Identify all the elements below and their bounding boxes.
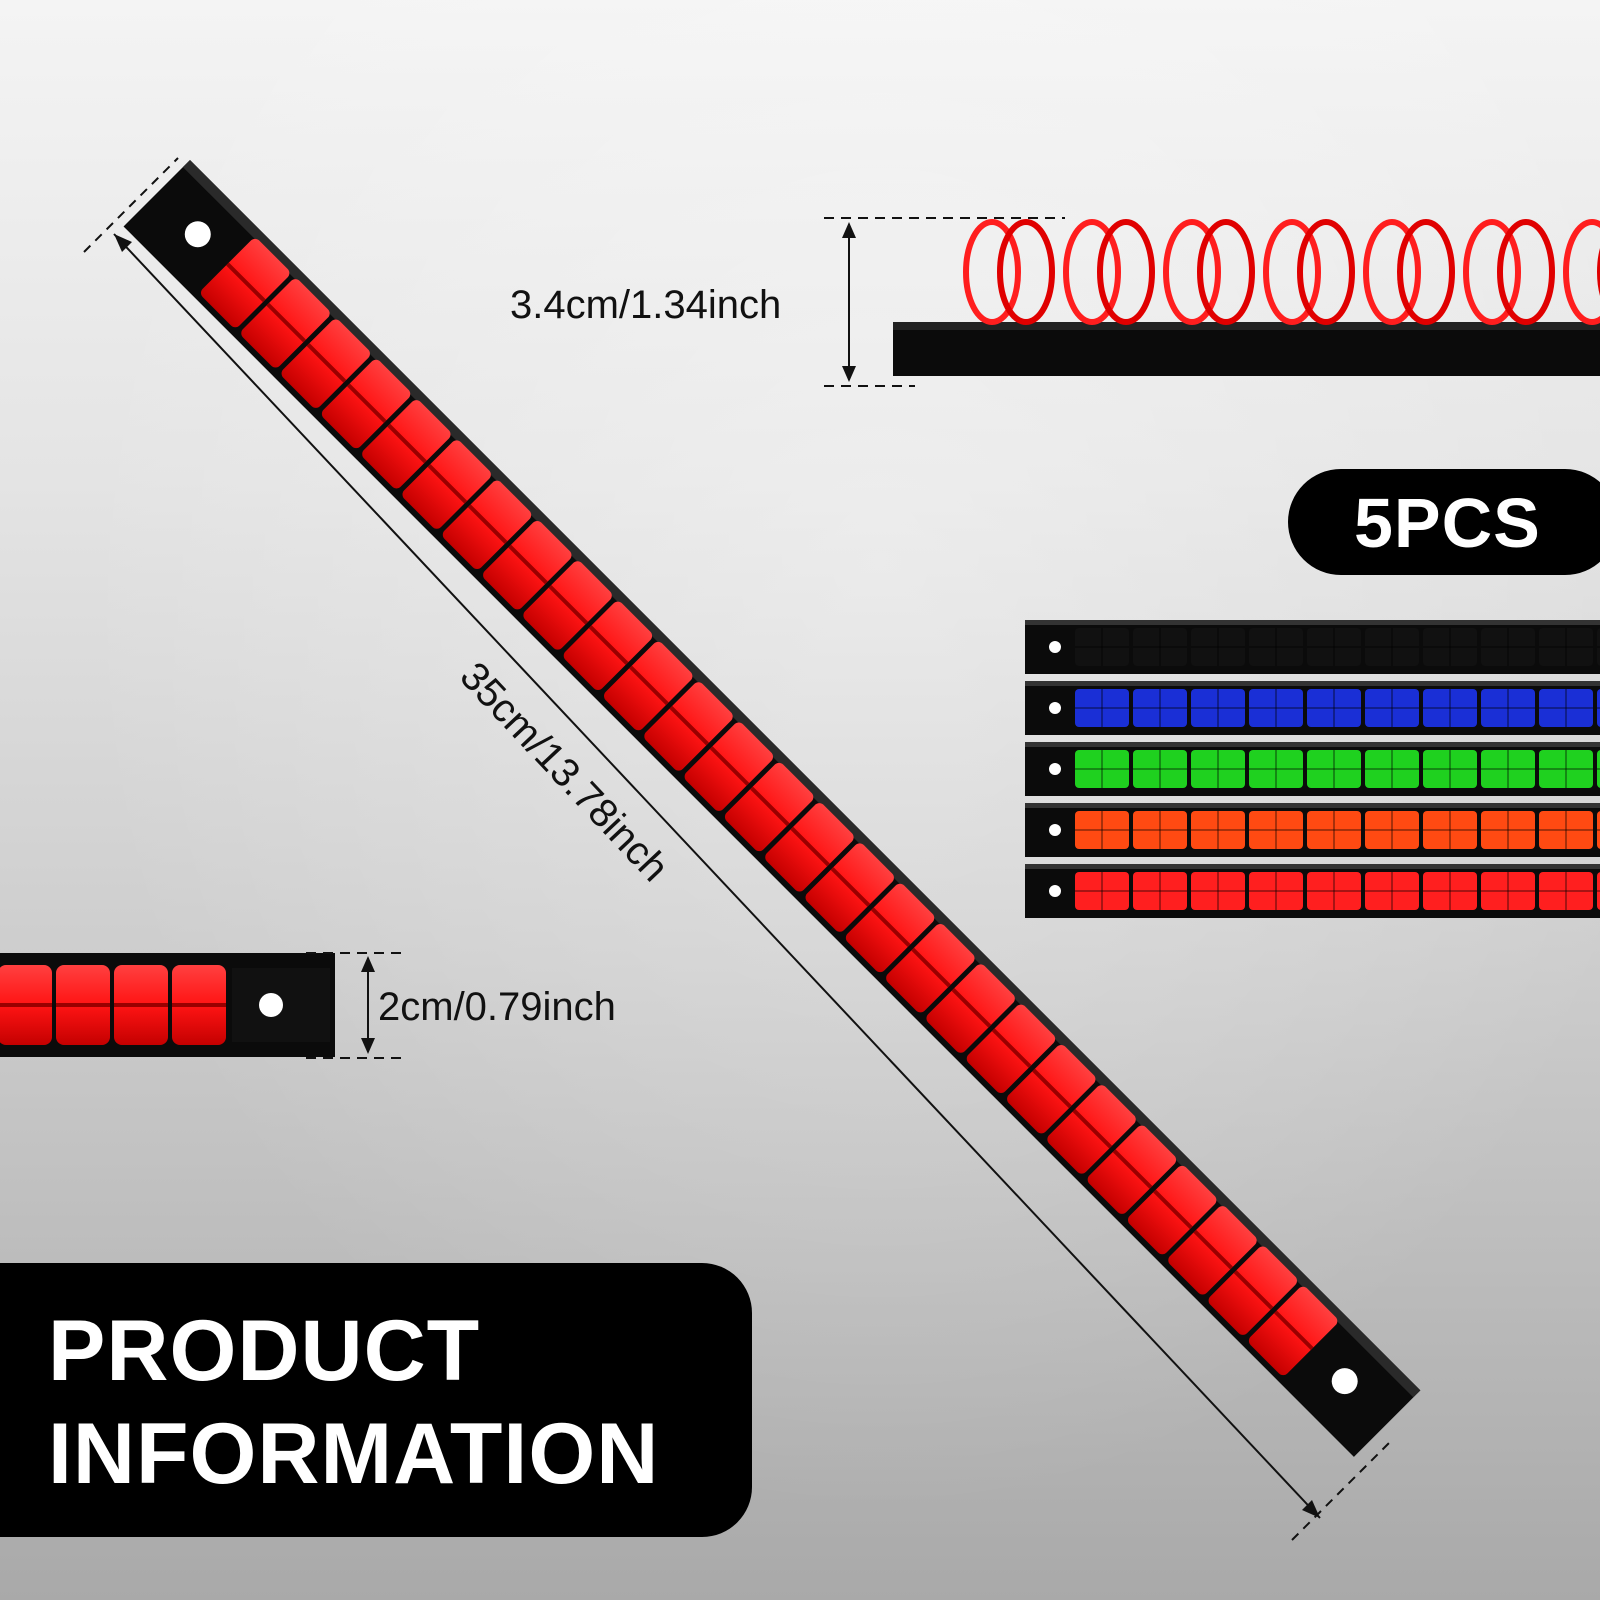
variant-clip bbox=[1597, 811, 1600, 849]
variant-clip bbox=[1539, 872, 1593, 910]
variant-clip bbox=[1365, 811, 1419, 849]
loop-clip bbox=[1263, 219, 1321, 325]
variant-clip bbox=[1191, 628, 1245, 666]
variant-clip bbox=[1481, 628, 1535, 666]
loop-clip bbox=[1063, 219, 1121, 325]
variant-clip bbox=[1307, 750, 1361, 788]
height-dimension: 3.4cm/1.34inch bbox=[510, 217, 1065, 387]
title-line-2: INFORMATION bbox=[48, 1406, 660, 1502]
variant-clip bbox=[1133, 872, 1187, 910]
variant-clip bbox=[1075, 750, 1129, 788]
variant-clip bbox=[1075, 872, 1129, 910]
variant-clip bbox=[1597, 689, 1600, 727]
variant-clip bbox=[1597, 872, 1600, 910]
variant-clip bbox=[1423, 811, 1477, 849]
variant-clip bbox=[1249, 811, 1303, 849]
variant-clip bbox=[1133, 689, 1187, 727]
variant-clip bbox=[1191, 872, 1245, 910]
variant-clip bbox=[1307, 811, 1361, 849]
product-info-banner: PRODUCT INFORMATION bbox=[0, 1263, 752, 1537]
variant-clip bbox=[1539, 750, 1593, 788]
variant-clip bbox=[1423, 689, 1477, 727]
mounting-hole-icon bbox=[1049, 885, 1061, 897]
variant-clip bbox=[1249, 689, 1303, 727]
variant-clip bbox=[1249, 750, 1303, 788]
variant-clip bbox=[1191, 750, 1245, 788]
title-line-1: PRODUCT bbox=[48, 1303, 481, 1399]
variant-clip bbox=[1249, 872, 1303, 910]
variant-clip bbox=[1365, 750, 1419, 788]
variant-clip bbox=[1191, 811, 1245, 849]
variant-clip bbox=[1075, 689, 1129, 727]
loop-clip bbox=[1463, 219, 1521, 325]
variant-clip bbox=[1191, 689, 1245, 727]
mounting-hole-icon bbox=[1331, 1368, 1358, 1395]
variant-clip bbox=[1075, 811, 1129, 849]
variant-clip bbox=[1365, 872, 1419, 910]
loop-clip bbox=[1163, 219, 1221, 325]
variant-clip bbox=[1365, 628, 1419, 666]
variant-clip bbox=[1481, 689, 1535, 727]
side-rail-body bbox=[893, 328, 1600, 376]
variant-clip bbox=[1423, 628, 1477, 666]
variant-clip bbox=[1307, 628, 1361, 666]
variant-clip bbox=[1597, 750, 1600, 788]
mounting-hole-icon bbox=[1049, 702, 1061, 714]
quantity-badge: 5PCS bbox=[1288, 469, 1600, 575]
variant-clip bbox=[1481, 872, 1535, 910]
variant-clip bbox=[1539, 689, 1593, 727]
height-label: 3.4cm/1.34inch bbox=[510, 283, 781, 327]
variant-clip bbox=[1249, 628, 1303, 666]
width-label: 2cm/0.79inch bbox=[378, 985, 616, 1029]
end-clip-row bbox=[0, 965, 226, 1045]
variant-clip bbox=[1481, 750, 1535, 788]
mounting-hole-icon bbox=[259, 993, 283, 1017]
mounting-hole-icon bbox=[1049, 641, 1061, 653]
width-dimension: 2cm/0.79inch bbox=[306, 952, 616, 1059]
variant-clip bbox=[1307, 872, 1361, 910]
variant-clip bbox=[1307, 689, 1361, 727]
mounting-hole-icon bbox=[1049, 824, 1061, 836]
end-view-rail bbox=[0, 953, 335, 1057]
variant-clip bbox=[1133, 628, 1187, 666]
loop-clip-row bbox=[963, 219, 1600, 325]
variant-clip bbox=[1481, 811, 1535, 849]
mounting-hole-icon bbox=[1049, 763, 1061, 775]
variant-clip bbox=[1423, 750, 1477, 788]
loop-clip bbox=[1363, 219, 1421, 325]
side-view-rail bbox=[893, 219, 1600, 376]
variant-clip bbox=[1365, 689, 1419, 727]
variant-clip bbox=[1597, 628, 1600, 666]
quantity-label: 5PCS bbox=[1354, 484, 1541, 562]
variant-clip bbox=[1075, 628, 1129, 666]
variant-clip bbox=[1539, 628, 1593, 666]
loop-clip bbox=[963, 219, 1021, 325]
variant-clip bbox=[1133, 811, 1187, 849]
variant-clip bbox=[1423, 872, 1477, 910]
main-socket-rail bbox=[123, 160, 1421, 1457]
color-variants bbox=[1025, 620, 1600, 918]
variant-clip bbox=[1133, 750, 1187, 788]
clip-row bbox=[200, 238, 1338, 1376]
variant-clip bbox=[1539, 811, 1593, 849]
loop-clip bbox=[1563, 219, 1600, 325]
mounting-hole-icon bbox=[184, 221, 211, 248]
